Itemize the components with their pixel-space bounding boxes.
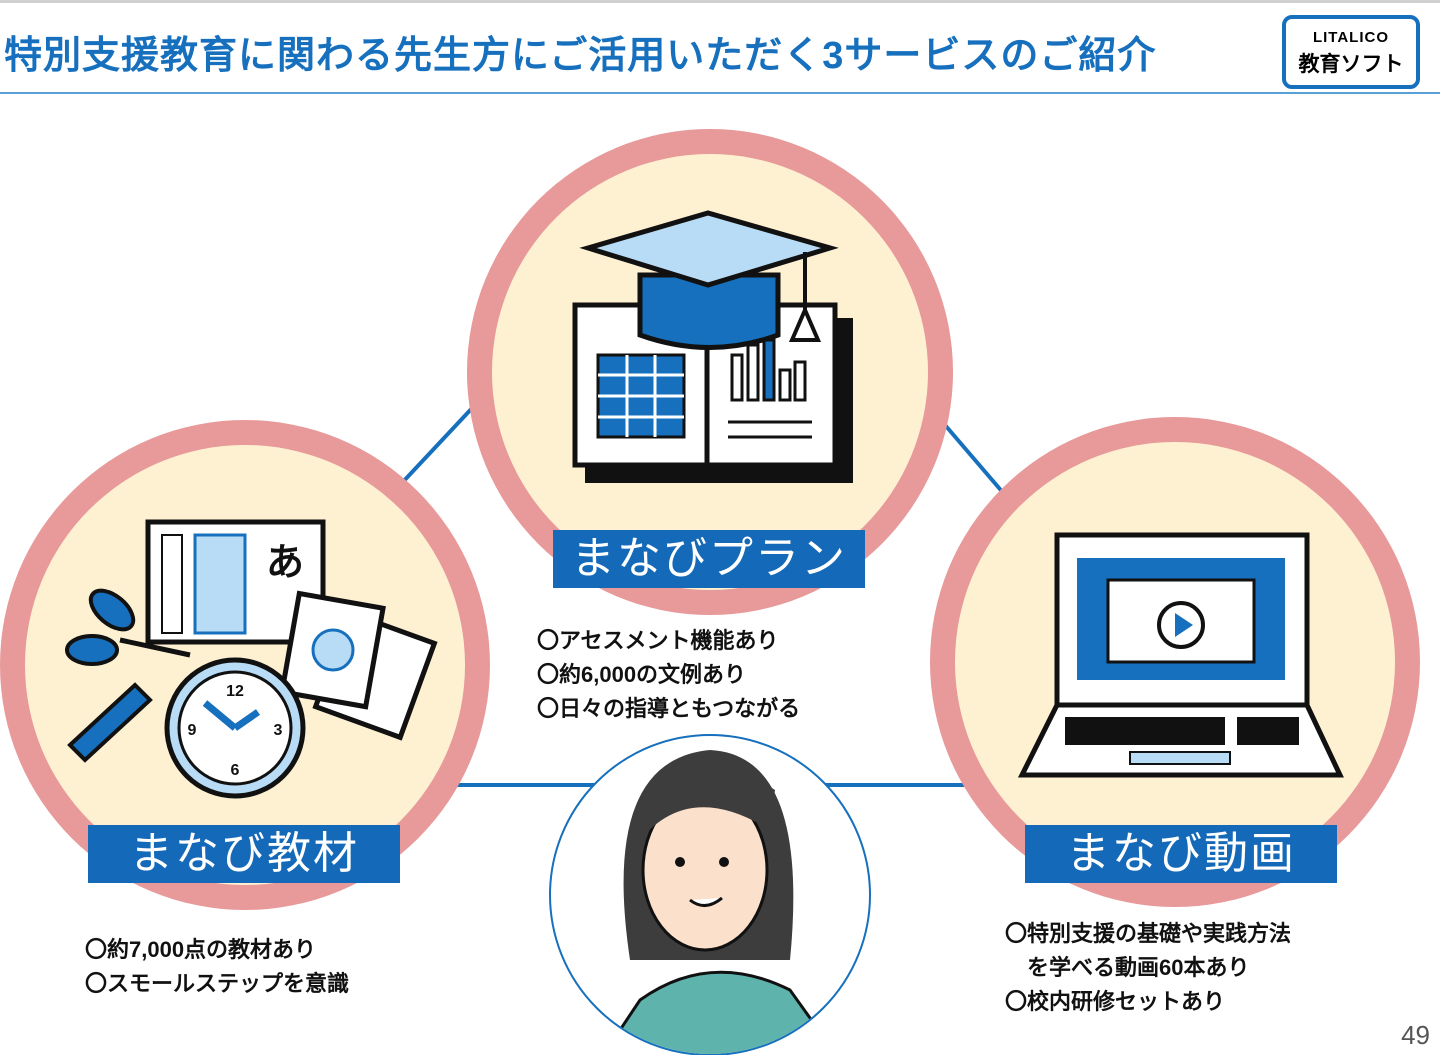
feature-item: 〇日々の指導ともつながる [537,696,801,721]
feature-item: を学べる動画60本あり [1005,955,1250,980]
learning-materials-icon: あ 12 3 6 9 [65,519,438,799]
manabi-douga-features: 〇特別支援の基礎や実践方法 を学べる動画60本あり 〇校内研修セットあり [1005,917,1291,1019]
feature-item: 〇校内研修セットあり [1005,989,1226,1014]
card-character: あ [266,542,304,584]
clock-12: 12 [226,683,244,700]
logo-brand: LITALICO [1312,29,1390,46]
page-number: 49 [1401,1020,1430,1050]
manabi-kyozai-banner: まなび教材 [88,825,400,883]
slide-title: 特別支援教育に関わる先生方にご活用いただく3サービスのご紹介 [4,35,1157,77]
clock-9: 9 [188,722,197,739]
clock-3: 3 [274,722,283,739]
feature-item: 〇アセスメント機能あり [537,628,779,653]
feature-item: 〇約7,000点の教材あり [85,937,317,962]
teacher-avatar [549,734,871,1055]
feature-item: 〇約6,000の文例あり [537,662,747,687]
logo-product: 教育ソフト [1298,53,1404,76]
top-border [0,0,1440,3]
book-graduation-cap-icon [572,210,853,483]
manabi-douga-banner: まなび動画 [1025,825,1337,883]
feature-item: 〇スモールステップを意識 [85,971,350,996]
title-underline [0,92,1440,94]
manabi-plan-banner: まなびプラン [553,530,865,588]
feature-item: 〇特別支援の基礎や実践方法 [1005,921,1292,946]
manabi-kyozai-features: 〇約7,000点の教材あり 〇スモールステップを意識 [85,933,349,1001]
manabi-plan-features: 〇アセスメント機能あり 〇約6,000の文例あり 〇日々の指導ともつながる [537,624,800,726]
laptop-video-icon [1017,532,1344,778]
clock-6: 6 [231,762,240,779]
litalico-logo: LITALICO 教育ソフト [1282,15,1420,89]
